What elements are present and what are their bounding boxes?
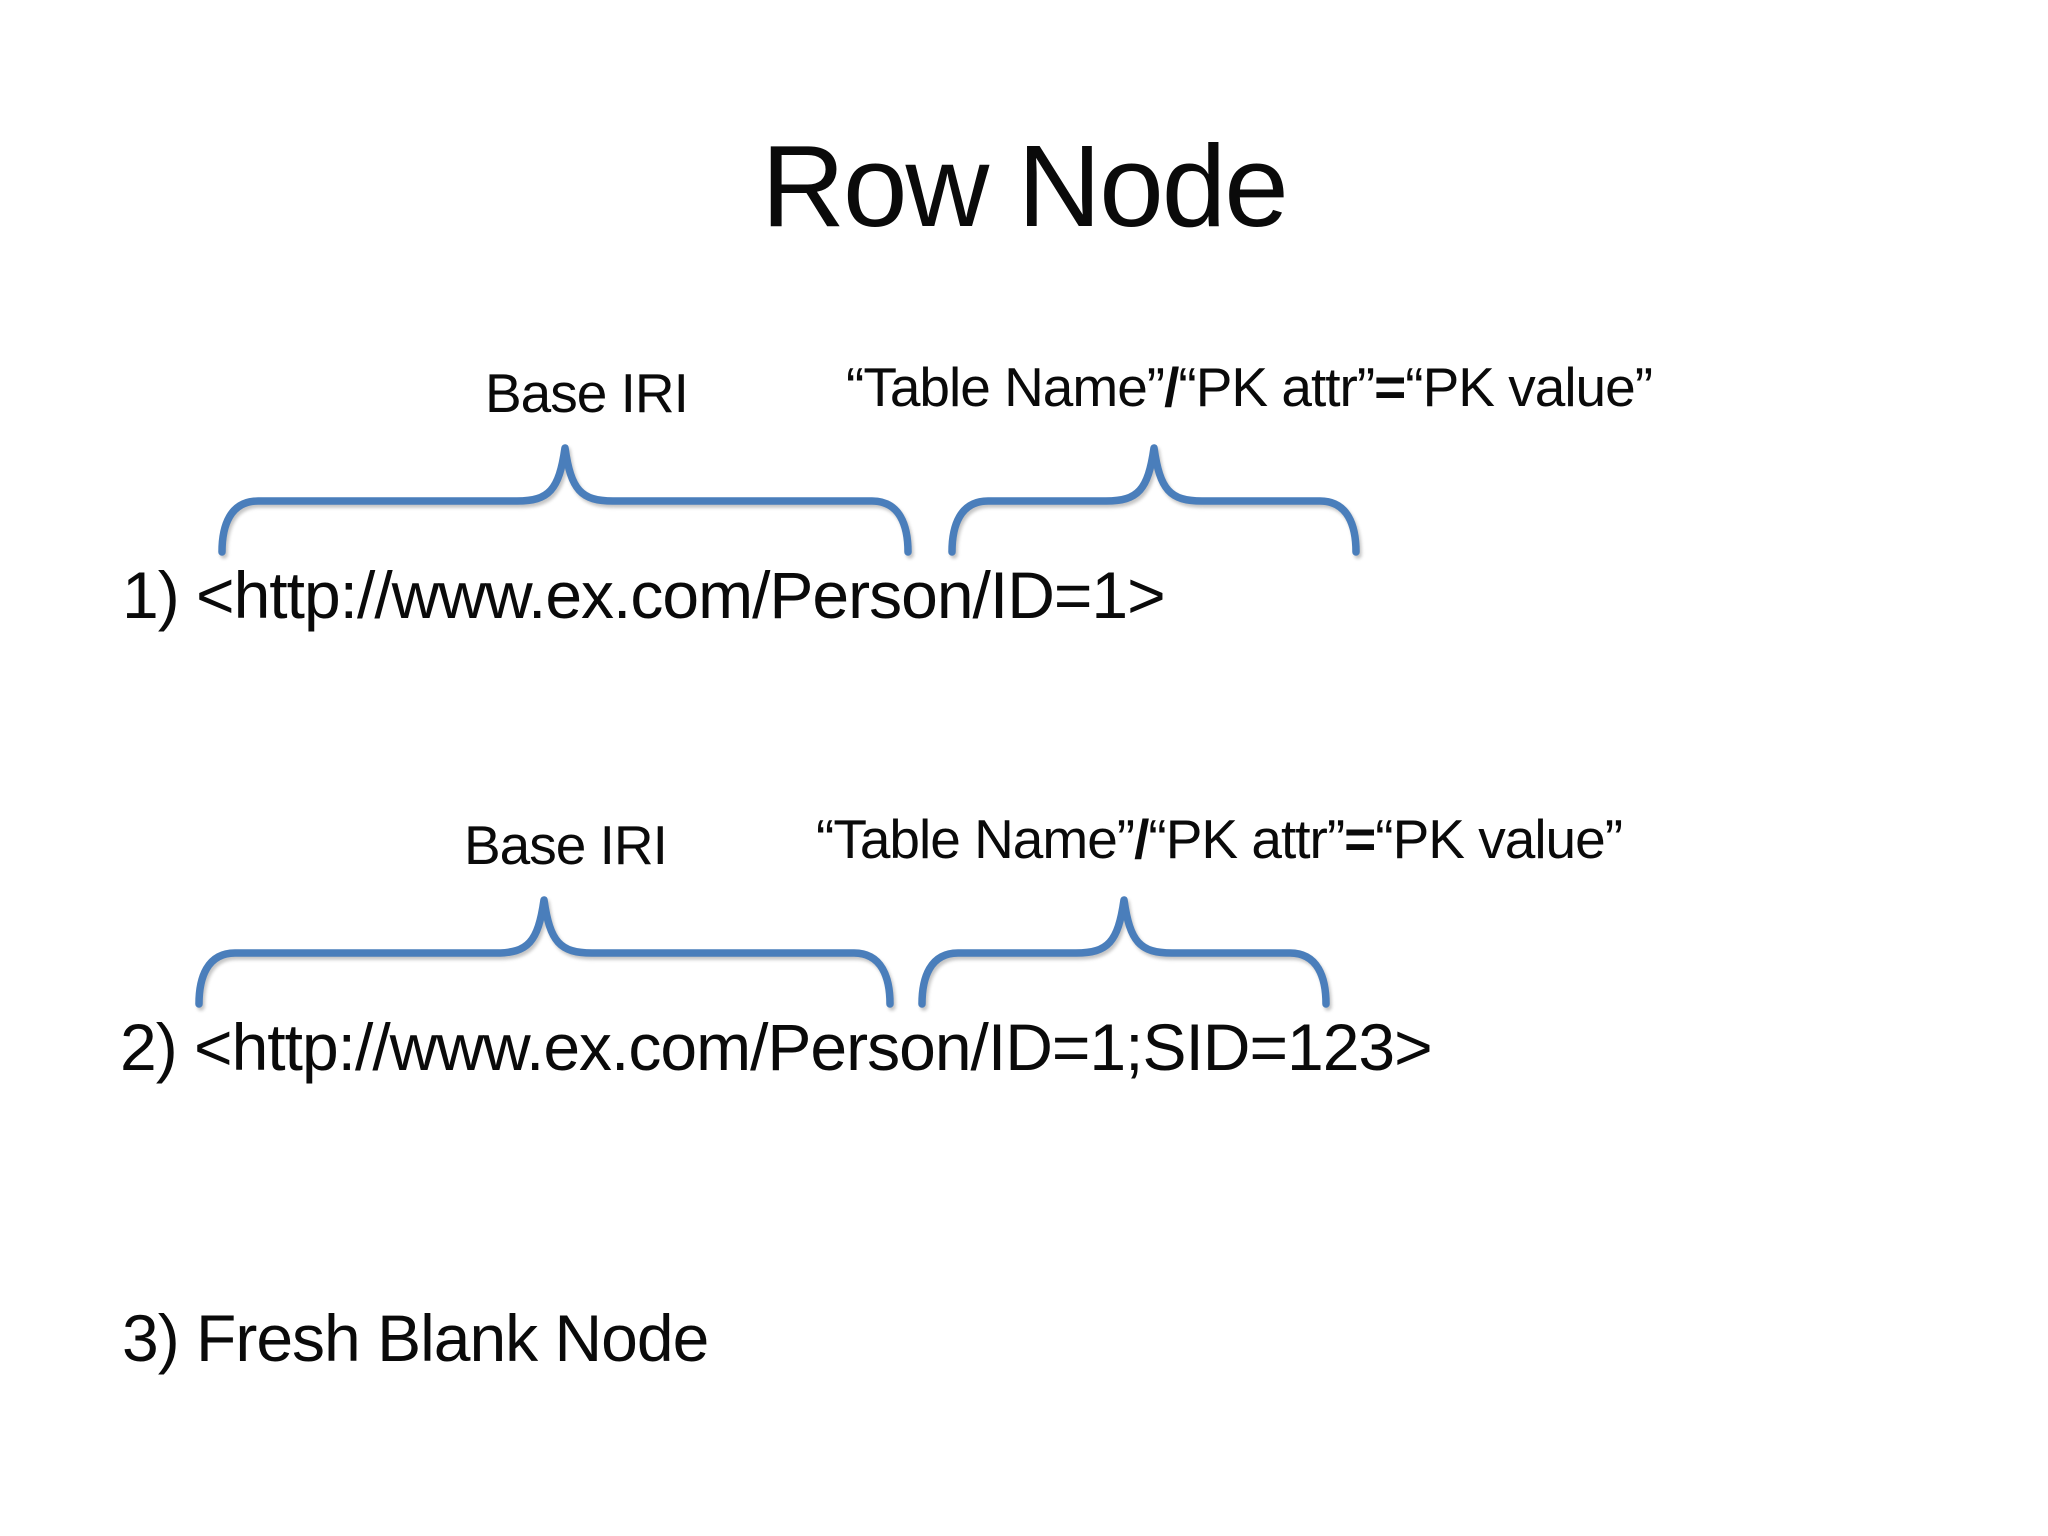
example-iri-2: 2) <http://www.ex.com/Person/ID=1;SID=12… [120,1010,1433,1084]
base-iri-label: Base IRI [485,362,689,424]
slash-part: / [1134,808,1149,870]
equals-part: = [1344,808,1376,870]
iri-pattern-label: “Table Name”/“PK attr”=“PK value” [816,812,1623,867]
example-iri-1: 1) <http://www.ex.com/Person/ID=1> [122,558,1166,632]
base-iri-label: Base IRI [464,814,668,876]
table-pk-brace [948,444,1360,556]
iri-pattern-label: “Table Name”/“PK attr”=“PK value” [846,360,1653,415]
pk-attr-part: “PK attr” [1148,808,1345,870]
table-name-part: “Table Name” [816,808,1135,870]
base-iri-brace [218,444,912,556]
pk-attr-part: “PK attr” [1178,356,1375,418]
slash-part: / [1164,356,1179,418]
table-pk-brace [918,896,1330,1008]
equals-part: = [1374,356,1406,418]
fresh-blank-node-item: 3) Fresh Blank Node [122,1301,709,1375]
slide-title: Row Node [761,121,1289,251]
pk-value-part: “PK value” [1375,808,1623,870]
pk-value-part: “PK value” [1405,356,1653,418]
base-iri-brace [195,896,894,1008]
table-name-part: “Table Name” [846,356,1165,418]
